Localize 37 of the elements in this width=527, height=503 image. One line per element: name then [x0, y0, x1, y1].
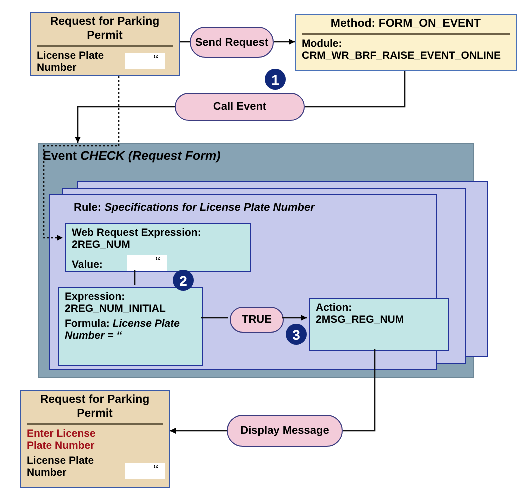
input-field: ‘‘ [125, 53, 165, 69]
step-label: Send Request [194, 36, 270, 48]
form-title: Method: FORM_ON_EVENT [302, 17, 510, 35]
rule-title: Rule: Specifications for License Plate Number [74, 202, 316, 214]
step-number: 1 [265, 69, 286, 90]
field-label: Module: CRM_WR_BRF_RAISE_EVENT_ONLINE [302, 38, 502, 62]
form-box [30, 12, 180, 76]
method-box [295, 14, 517, 71]
form-title: Request for Parking Permit [27, 393, 163, 425]
step-label: Display Message [240, 425, 330, 437]
step-label: TRUE [241, 314, 273, 326]
expression-box [65, 223, 251, 272]
process-pill [190, 27, 274, 58]
field-label: Value: [72, 259, 104, 271]
form-box [20, 390, 170, 488]
field-label: Web Request Expression: 2REG_NUM [72, 227, 202, 251]
connector-arrow [282, 315, 307, 321]
connector-arrow [274, 39, 295, 45]
connector-arrow [43, 76, 120, 241]
field-label: Expression: 2REG_NUM_INITIAL [65, 291, 167, 315]
expression-box [309, 298, 449, 351]
container-title: Event CHECK (Request Form) [43, 149, 222, 163]
connector-arrow [170, 428, 227, 434]
field-label: Formula: License Plate Number = ‘‘ [65, 318, 181, 342]
process-pill [227, 415, 343, 447]
field-label: License Plate Number [37, 50, 106, 74]
prompt-text: Enter License Plate Number [27, 428, 97, 452]
input-field: ‘‘ [127, 255, 167, 271]
field-label: License Plate Number [27, 455, 96, 479]
process-pill [175, 93, 305, 121]
expression-box [58, 287, 203, 366]
process-pill [230, 307, 284, 333]
input-field: ‘‘ [125, 463, 165, 479]
field-label: Action: 2MSG_REG_NUM [316, 302, 406, 326]
step-label: Call Event [212, 101, 268, 113]
form-title: Request for Parking Permit [37, 15, 173, 47]
connector-arrow [75, 106, 175, 143]
